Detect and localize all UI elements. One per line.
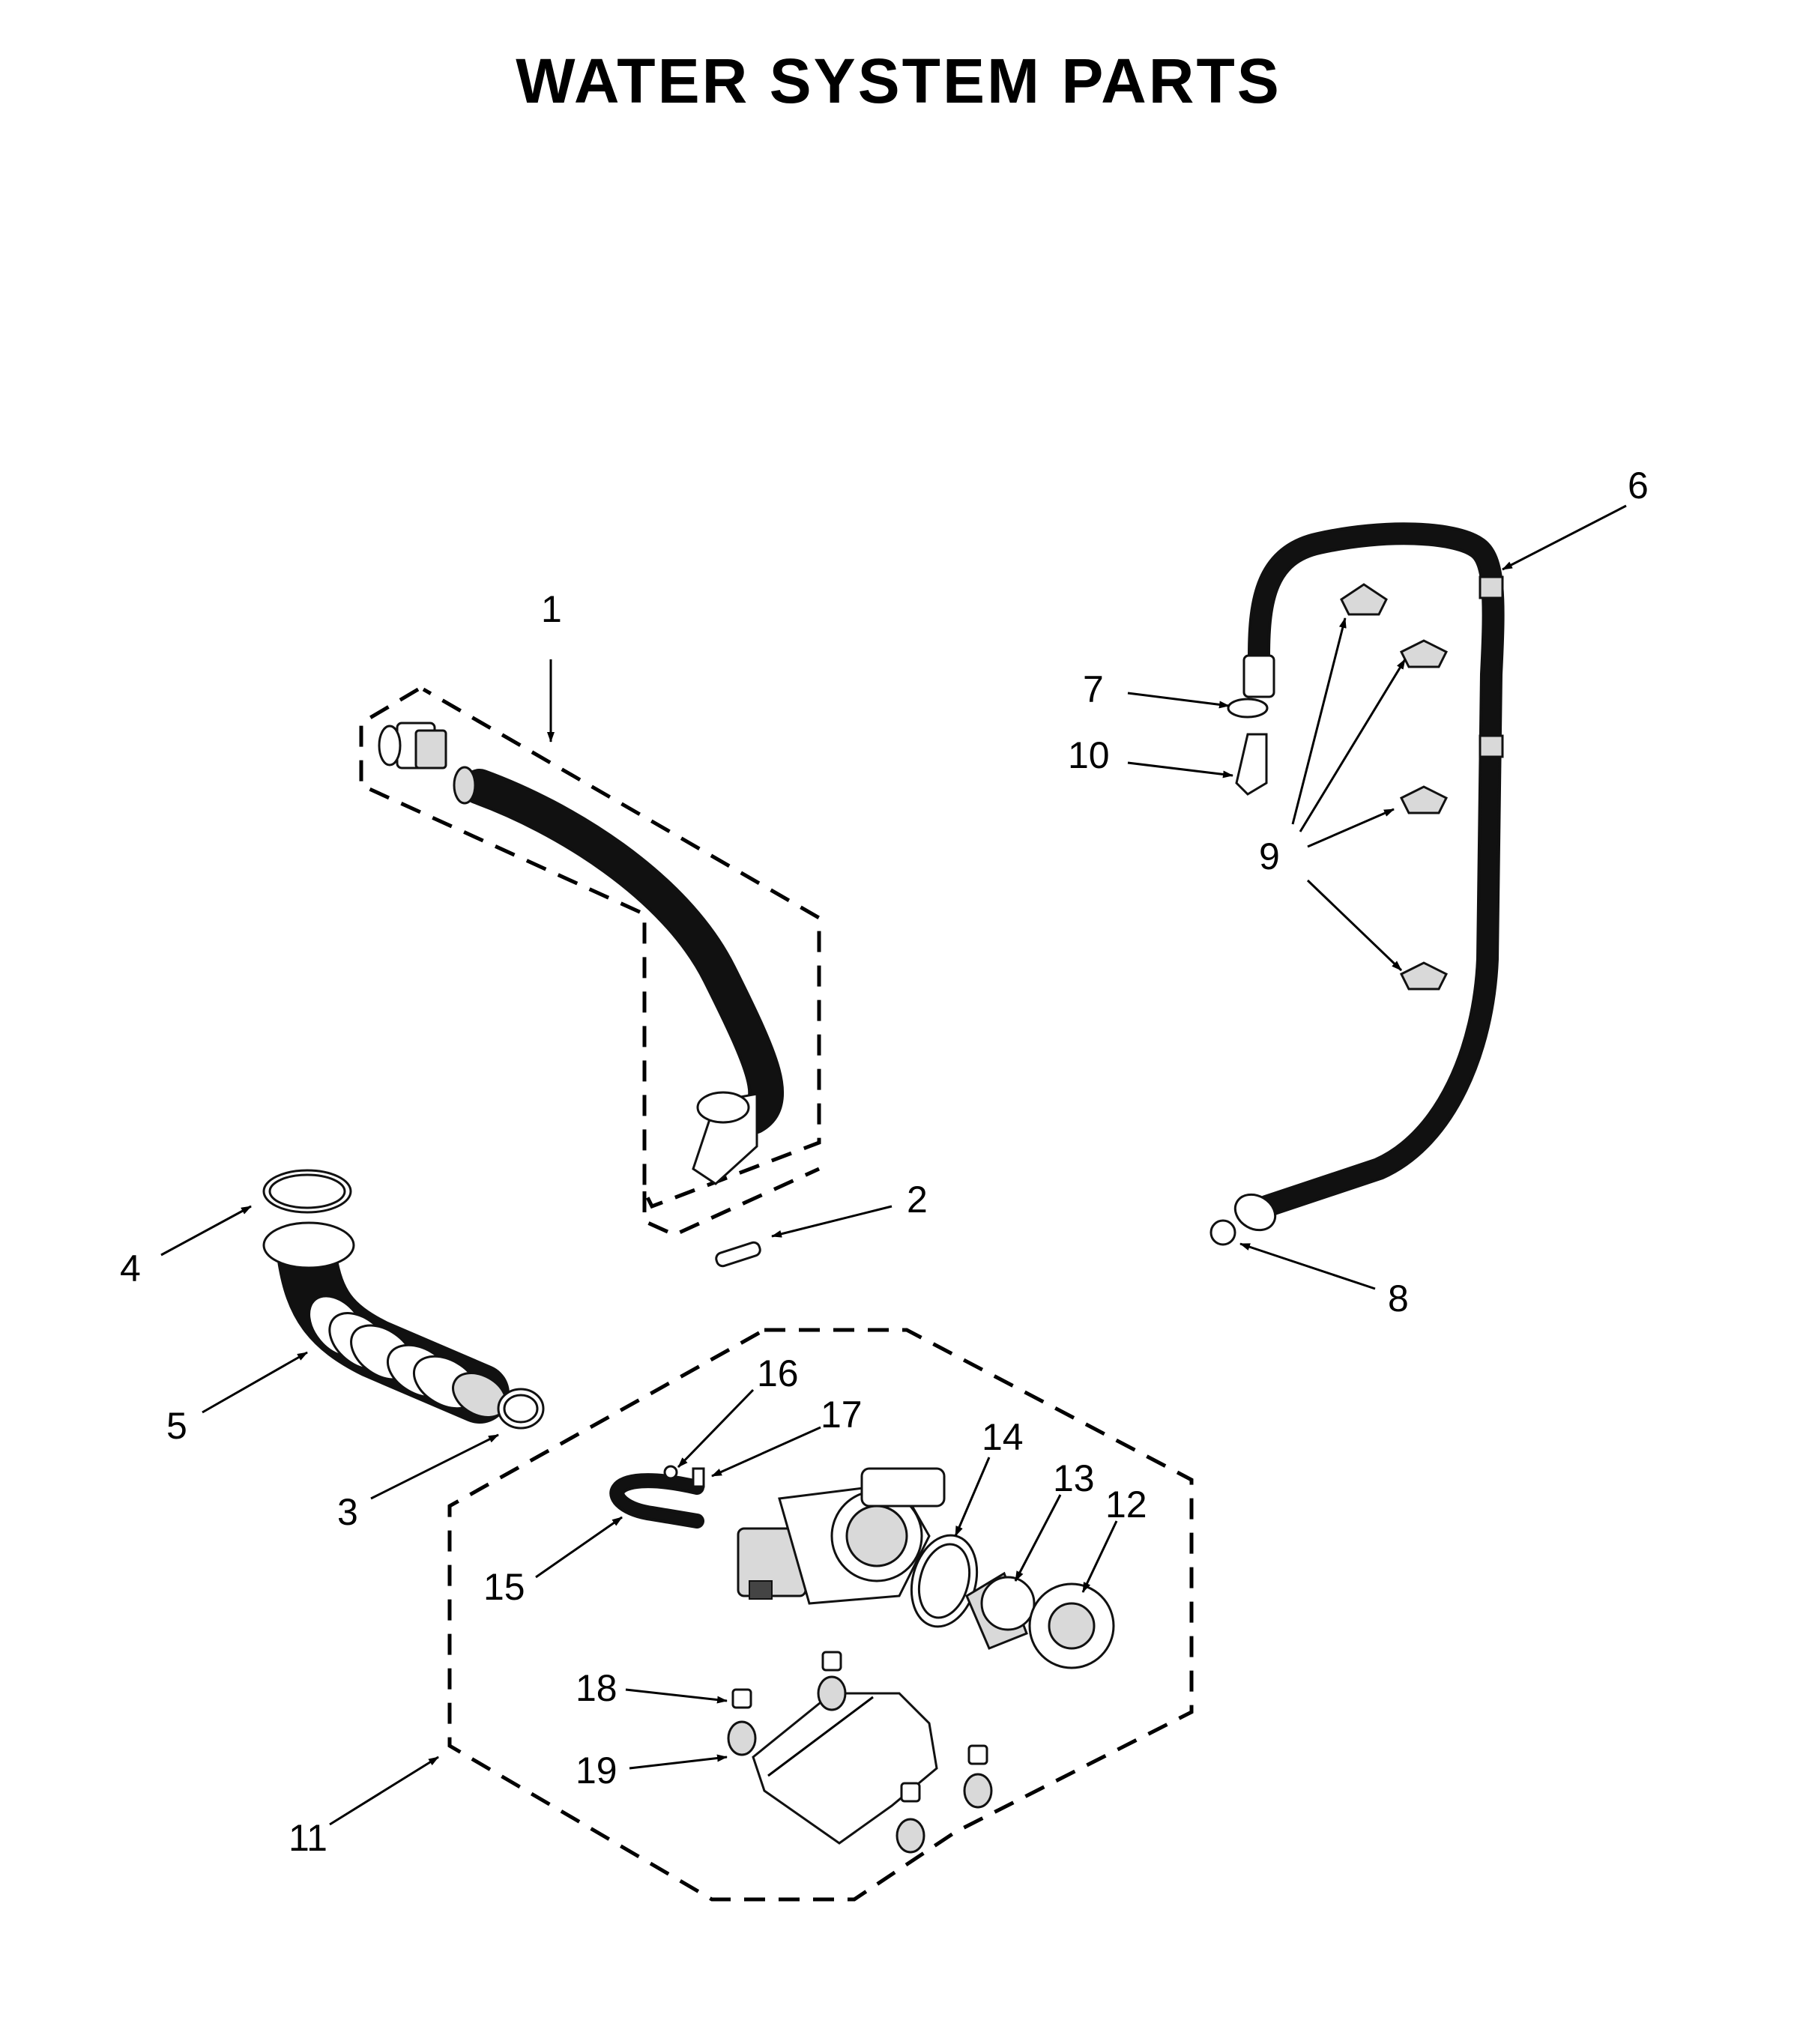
callout-13: 13 bbox=[1053, 1457, 1095, 1499]
callout-10: 10 bbox=[1068, 734, 1110, 776]
callout-16: 16 bbox=[757, 1352, 799, 1394]
callout-14: 14 bbox=[982, 1416, 1024, 1458]
callout-15: 15 bbox=[483, 1566, 525, 1608]
callout-7: 7 bbox=[1083, 668, 1104, 710]
callout-17: 17 bbox=[821, 1394, 863, 1436]
tub-to-pump-hose-icon[interactable] bbox=[262, 1169, 545, 1430]
callout-19: 19 bbox=[576, 1750, 617, 1791]
pin-icon[interactable] bbox=[715, 1241, 762, 1268]
callout-11: 11 bbox=[289, 1817, 327, 1859]
hose-clamp-icon[interactable] bbox=[1227, 698, 1269, 719]
hose-clip-icon[interactable] bbox=[1340, 583, 1449, 991]
callout-3: 3 bbox=[337, 1491, 358, 1533]
callout-1: 1 bbox=[541, 588, 562, 630]
callout-4: 4 bbox=[120, 1248, 141, 1289]
inlet-hose-icon[interactable] bbox=[1229, 522, 1505, 1237]
hose-clamp-icon[interactable] bbox=[1209, 1219, 1236, 1246]
callout-6: 6 bbox=[1628, 465, 1649, 507]
drain-pump-icon[interactable] bbox=[447, 1328, 1194, 1902]
callout-2: 2 bbox=[907, 1179, 928, 1221]
callout-12: 12 bbox=[1105, 1484, 1147, 1526]
leader-lines bbox=[160, 504, 1627, 1826]
drain-hose-icon[interactable] bbox=[359, 687, 821, 1237]
drain-hose-assembly-outline bbox=[359, 687, 821, 1209]
hose-clamp-icon bbox=[262, 1169, 352, 1214]
callout-5: 5 bbox=[166, 1405, 187, 1447]
callout-18: 18 bbox=[576, 1667, 617, 1709]
callout-8: 8 bbox=[1388, 1278, 1409, 1319]
callout-9: 9 bbox=[1259, 835, 1280, 877]
page-title: WATER SYSTEM PARTS bbox=[516, 46, 1281, 116]
callout-labels: 1 2 3 4 5 6 7 8 9 10 11 12 13 14 15 16 1… bbox=[120, 465, 1649, 1859]
connector-icon[interactable] bbox=[1235, 733, 1268, 796]
